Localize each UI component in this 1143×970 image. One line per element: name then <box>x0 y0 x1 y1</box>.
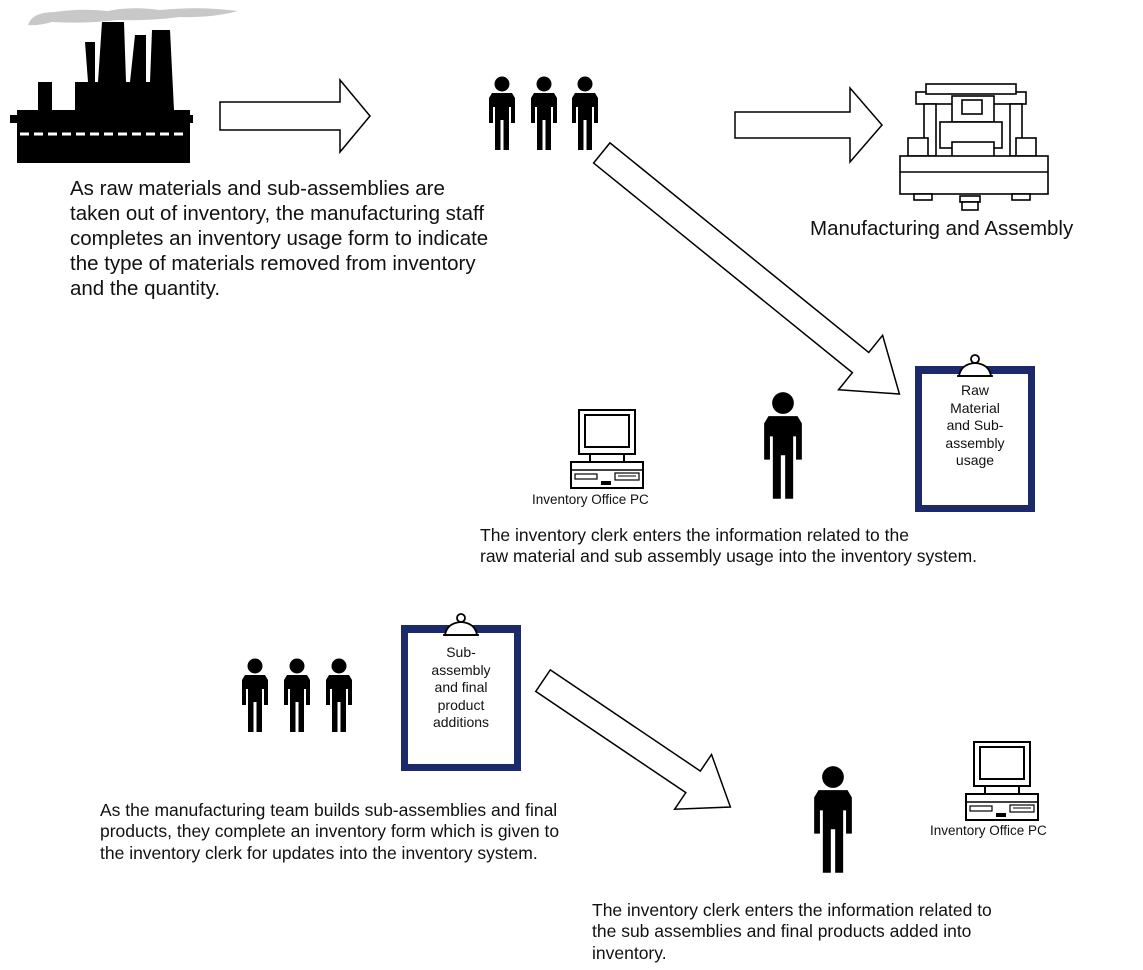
arrow-icon <box>219 77 371 155</box>
arrow-icon <box>592 141 901 395</box>
computer-icon <box>965 741 1039 821</box>
arrow-icon <box>534 668 732 811</box>
pc-label: Inventory Office PC <box>930 823 1047 838</box>
workers-icon <box>489 76 598 150</box>
raw-materials-description: As raw materials and sub-assemblies are … <box>70 177 489 300</box>
manufacturing-label: Manufacturing and Assembly <box>810 217 1074 240</box>
clipboard-usage-label: Raw Material and Sub- assembly usage <box>945 382 1005 468</box>
pc-label: Inventory Office PC <box>532 492 649 507</box>
clerk-description: The inventory clerk enters the informati… <box>480 525 978 567</box>
machine-icon <box>899 83 1049 211</box>
factory-icon <box>10 8 238 163</box>
arrow-icon <box>734 85 883 165</box>
workers-icon <box>242 658 352 732</box>
clipboard-additions-label: Sub- assembly and final product addition… <box>431 644 491 730</box>
computer-icon <box>570 409 644 489</box>
clerk-description: The inventory clerk enters the informati… <box>592 900 992 963</box>
person-icon <box>814 766 852 873</box>
person-icon <box>764 392 802 499</box>
team-description: As the manufacturing team builds sub-ass… <box>100 800 560 863</box>
